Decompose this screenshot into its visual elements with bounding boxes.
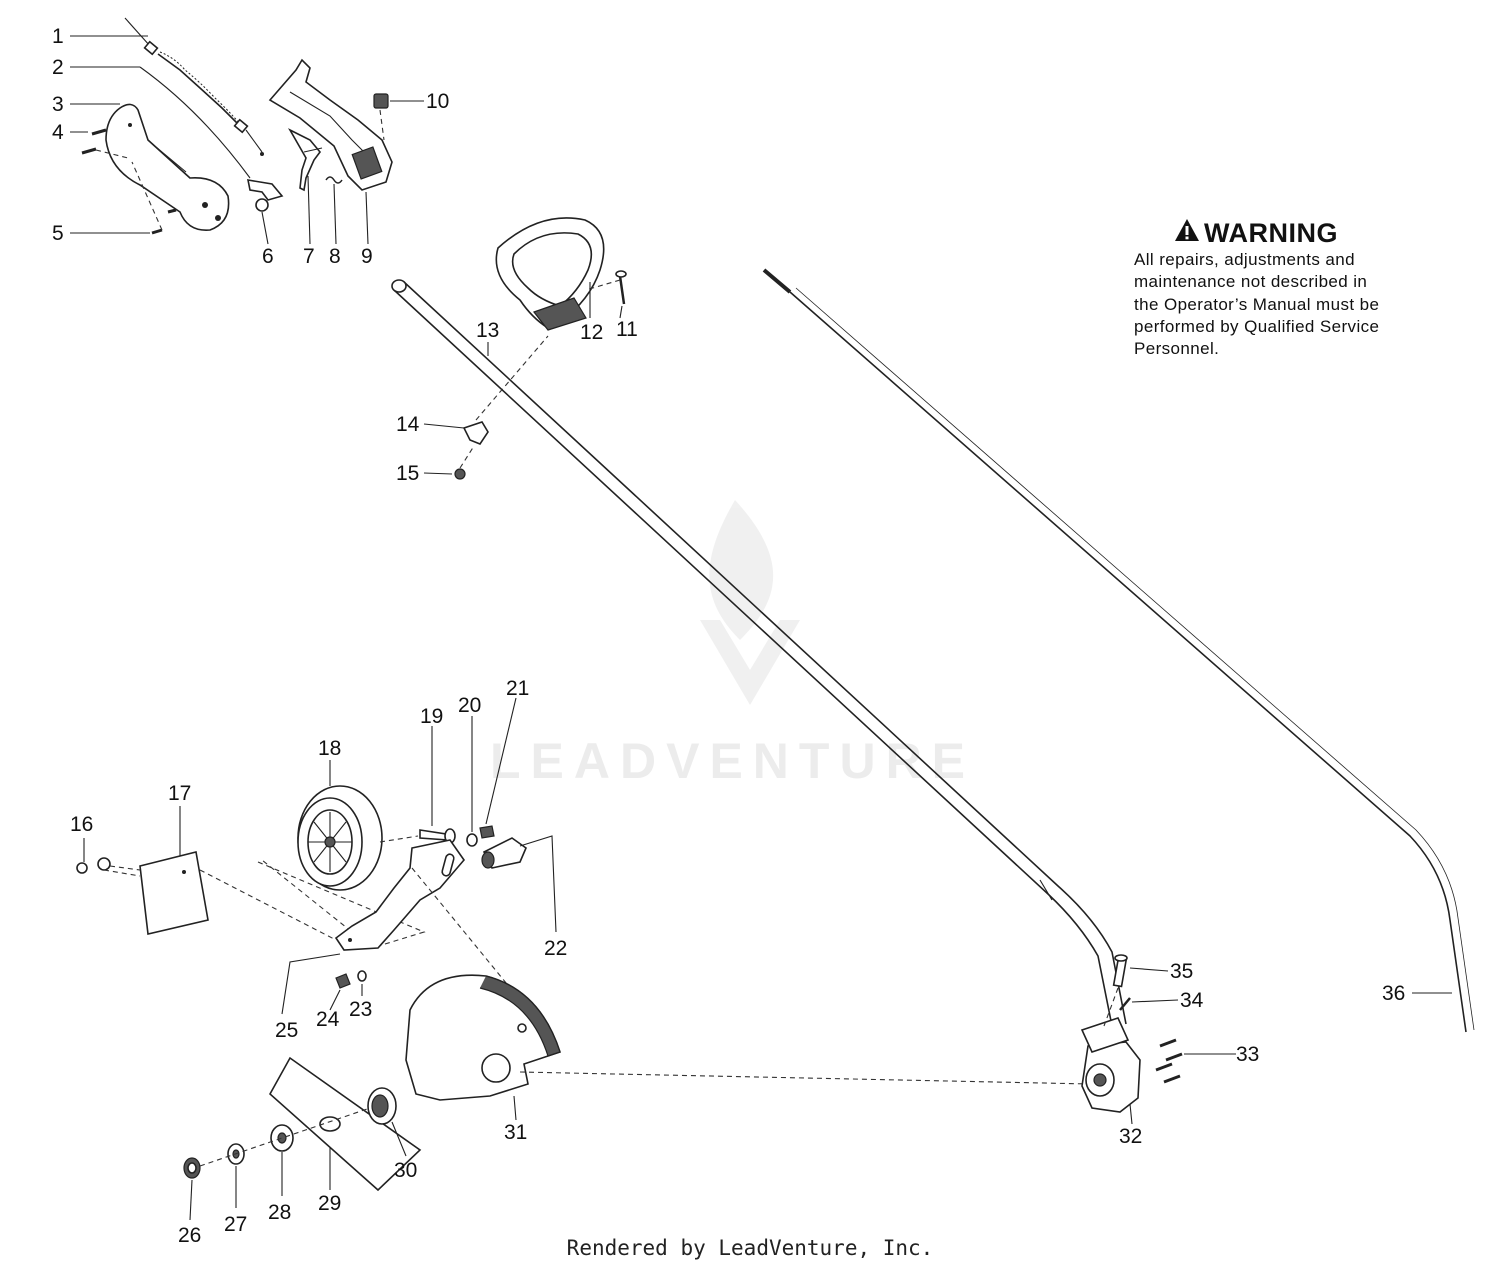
callout-8: 8 xyxy=(329,245,341,268)
callout-9: 9 xyxy=(361,245,373,268)
callout-14: 14 xyxy=(396,413,420,436)
debris-flap xyxy=(139,851,337,941)
stop-switch xyxy=(373,93,389,141)
handle-housing-left xyxy=(105,103,230,231)
loop-handle xyxy=(495,217,605,331)
callout-31: 31 xyxy=(504,1121,527,1144)
footer-credit: Rendered by LeadVenture, Inc. xyxy=(566,1236,934,1260)
gear-head xyxy=(1080,1017,1141,1113)
guard-bolt xyxy=(76,857,141,877)
callout-32: 32 xyxy=(1119,1125,1142,1148)
clamp-screw xyxy=(454,445,475,480)
edger-blade xyxy=(268,1056,422,1192)
warning-triangle-icon xyxy=(1174,218,1200,249)
callout-1: 1 xyxy=(52,25,64,48)
callout-20: 20 xyxy=(458,694,481,717)
callout-5: 5 xyxy=(52,222,64,245)
callout-13: 13 xyxy=(476,319,499,342)
screw-4 xyxy=(81,128,129,159)
gear-head-screws xyxy=(1155,1038,1183,1084)
watermark-text: LEADVENTURE xyxy=(490,733,976,789)
nut-24 xyxy=(335,973,351,989)
lockout-lever xyxy=(287,128,323,192)
callout-numbers: 1 2 3 4 5 6 7 8 9 10 11 12 13 14 15 16 1… xyxy=(52,25,1405,1247)
nut-21 xyxy=(479,825,495,839)
handle-housing-right xyxy=(268,58,393,191)
bolt-35 xyxy=(1103,954,1128,1027)
callout-6: 6 xyxy=(262,245,274,268)
warning-line: All repairs, adjustments and xyxy=(1134,250,1355,269)
spring xyxy=(325,176,343,184)
callout-18: 18 xyxy=(318,737,341,760)
callout-10: 10 xyxy=(426,90,449,113)
blade-guard xyxy=(405,974,1091,1101)
callout-36: 36 xyxy=(1382,982,1405,1005)
warning-line: the Operator’s Manual must be xyxy=(1134,294,1380,314)
callout-15: 15 xyxy=(396,462,419,485)
callout-2: 2 xyxy=(52,56,64,79)
callout-35: 35 xyxy=(1170,960,1193,983)
callout-28: 28 xyxy=(268,1201,291,1224)
callout-30: 30 xyxy=(394,1159,417,1182)
callout-12: 12 xyxy=(580,321,603,344)
trigger-lever xyxy=(246,179,284,212)
callout-34: 34 xyxy=(1180,989,1204,1012)
callout-11: 11 xyxy=(616,318,638,341)
callout-25: 25 xyxy=(275,1019,298,1042)
warning-heading: WARNING xyxy=(1174,218,1434,249)
callout-27: 27 xyxy=(224,1213,247,1236)
warning-line: maintenance not described in xyxy=(1134,272,1368,292)
wheel-bracket xyxy=(334,839,521,1001)
callout-3: 3 xyxy=(52,93,64,116)
callout-19: 19 xyxy=(420,705,443,728)
callout-7: 7 xyxy=(303,245,315,268)
shaft-tube xyxy=(391,279,1127,1027)
callout-24: 24 xyxy=(316,1008,340,1031)
callout-33: 33 xyxy=(1236,1043,1259,1066)
throttle-cable xyxy=(124,17,264,156)
blade-nut xyxy=(183,1157,201,1179)
callout-21: 21 xyxy=(506,677,529,700)
clamp-knob xyxy=(462,335,549,445)
warning-body: All repairs, adjustments and maintenance… xyxy=(1134,249,1434,360)
warning-line: Personnel. xyxy=(1134,339,1220,359)
loop-handle-bolt xyxy=(585,270,627,305)
callout-22: 22 xyxy=(544,937,567,960)
wheel xyxy=(257,785,426,949)
wheel-knob xyxy=(481,837,527,869)
blade-hub xyxy=(367,1087,397,1125)
callout-16: 16 xyxy=(70,813,93,836)
callout-4: 4 xyxy=(52,121,64,144)
washer-28 xyxy=(270,1124,294,1152)
screw-5 xyxy=(131,161,177,235)
drive-shaft xyxy=(762,268,1475,1033)
callout-29: 29 xyxy=(318,1192,341,1215)
warning-title: WARNING xyxy=(1204,218,1338,248)
callout-26: 26 xyxy=(178,1224,201,1247)
callout-17: 17 xyxy=(168,782,191,805)
screw-34 xyxy=(1119,997,1131,1011)
washer-23 xyxy=(357,970,367,982)
warning-line: performed by Qualified Service xyxy=(1134,316,1380,336)
callout-23: 23 xyxy=(349,998,372,1021)
warning-notice: WARNING All repairs, adjustments and mai… xyxy=(1134,218,1434,360)
leader-lines xyxy=(70,35,1452,1221)
washer-20 xyxy=(466,833,478,847)
